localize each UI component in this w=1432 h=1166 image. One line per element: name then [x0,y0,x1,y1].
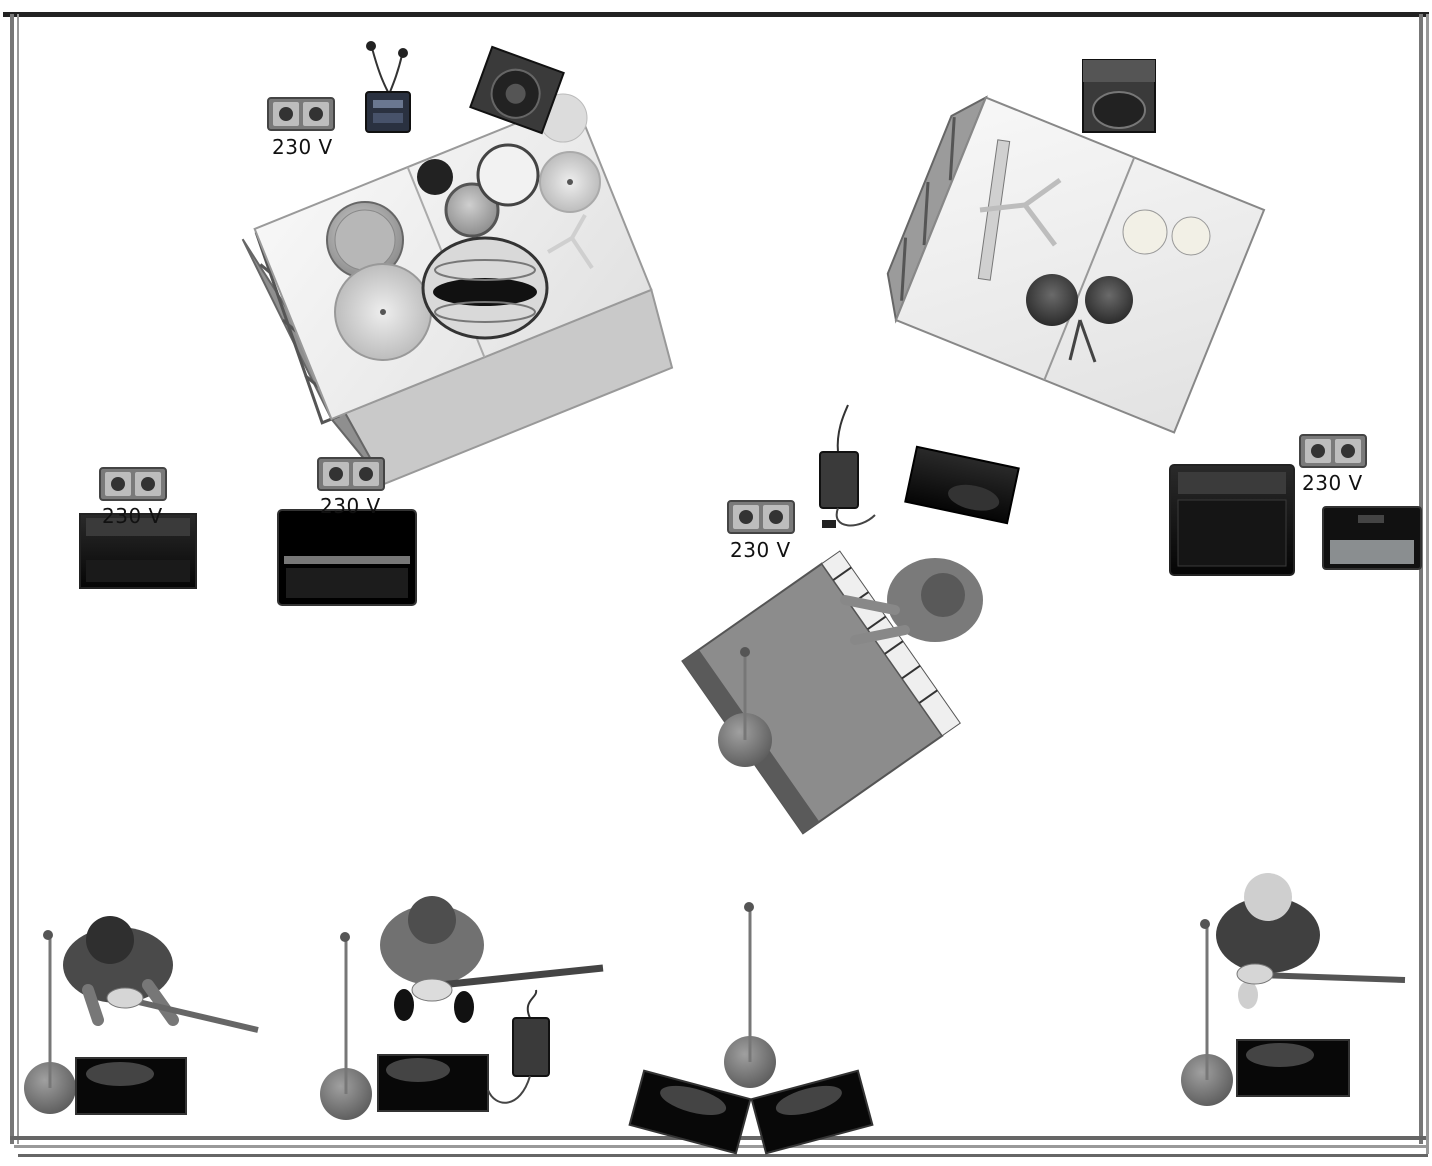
power-outlet-icon [318,458,384,490]
power-outlet-icon [268,98,334,130]
outlet-label: 230 V [1302,471,1363,495]
monitor-wedge-icon [630,1071,751,1154]
in-ear-monitor-icon [366,41,410,132]
guitar-amp-icon [1323,507,1421,569]
monitor-wedge-icon [1083,60,1155,132]
guitar-icon [107,988,258,1030]
power-outlet-icon [728,501,794,533]
wireless-pack-icon [820,405,875,528]
performer-icon [1216,873,1320,1009]
monitor-wedge-icon [752,1071,873,1154]
monitor-wedge-icon [378,1055,488,1111]
wireless-pack-icon [488,990,549,1103]
outlet-label: 230 V [730,538,791,562]
guitar-amp-icon [1170,465,1294,575]
mic-stand-icon [320,932,372,1120]
power-outlet-icon [100,468,166,500]
guitar-icon [1237,964,1405,984]
outlet-label: 230 V [272,135,333,159]
monitor-wedge-icon [905,447,1018,523]
monitor-wedge-icon [76,1058,186,1114]
performer-icon [380,896,484,1023]
bass-amp-icon [278,510,416,605]
percussion-riser [873,88,1264,432]
outlet-label: 230 V [320,494,381,518]
monitor-wedge-icon [1237,1040,1349,1096]
power-outlet-icon [1300,435,1366,467]
mic-stand-icon [724,902,776,1088]
outlet-label: 230 V [102,504,163,528]
stage-frame [3,12,1429,1157]
